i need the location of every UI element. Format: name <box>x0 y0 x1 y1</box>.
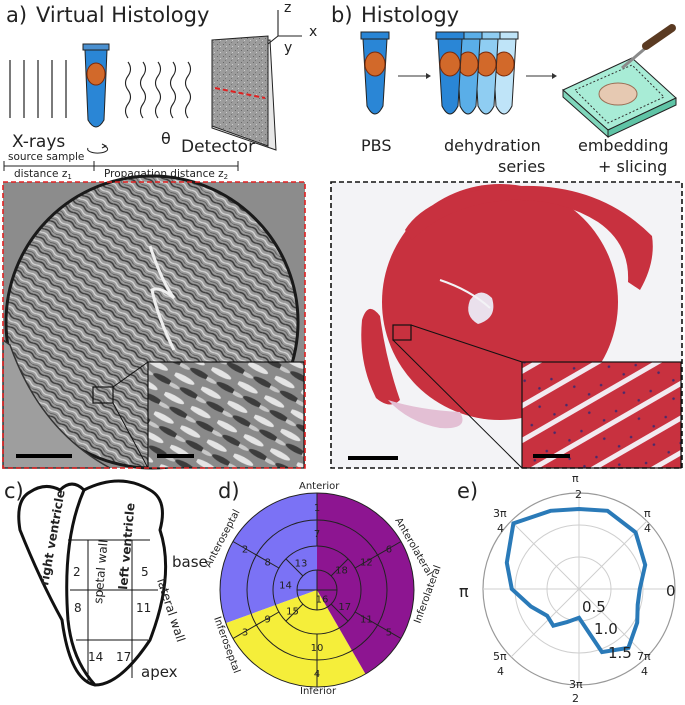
arrow-2-head <box>552 73 557 79</box>
sample-tube <box>82 43 110 154</box>
base-label: base <box>172 553 208 571</box>
tick-3pi-quarter-num: 3π <box>493 507 507 520</box>
theta-label: θ <box>161 129 171 148</box>
panel-a-header: a) Virtual Histology <box>6 3 209 27</box>
bullseye-segment-18: 18 <box>335 565 348 576</box>
radial-label-0-5: 0.5 <box>582 598 606 616</box>
panel-d-label: d) <box>218 479 240 503</box>
bullseye-segment-13: 13 <box>295 558 308 569</box>
bullseye-segment-4: 4 <box>314 669 320 680</box>
wavefronts <box>124 61 192 119</box>
tick-3pi-quarter-den: 4 <box>497 522 504 535</box>
anterior-label: Anterior <box>299 481 340 492</box>
detector <box>211 35 277 151</box>
bullseye-segment-7: 7 <box>314 529 320 540</box>
tick-7pi-quarter-den: 4 <box>641 665 648 678</box>
panel-c-label: c) <box>4 479 24 503</box>
bullseye-spoke-10 <box>330 603 349 622</box>
segment-11: 11 <box>136 601 151 615</box>
tick-pi-quarter-num: π <box>644 507 651 520</box>
right-ventricle-label: right ventricle <box>37 489 68 587</box>
xray-beams <box>9 60 67 118</box>
axis-z-label: z <box>284 0 291 16</box>
bullseye-segment-12: 12 <box>360 558 373 569</box>
slicing-label: + slicing <box>598 157 667 176</box>
bullseye-spoke-4 <box>232 611 280 639</box>
xrays-label: X-rays <box>12 132 65 152</box>
panel-b-header: b) Histology <box>331 3 459 27</box>
dehydration-label: dehydration <box>444 136 541 155</box>
arrow-1-head <box>426 73 431 79</box>
bullseye-segment-15: 15 <box>286 607 299 618</box>
panel-b-title: Histology <box>361 3 459 27</box>
bullseye-segment-5: 5 <box>386 628 392 639</box>
dehydration-tubes <box>435 31 519 115</box>
bullseye-spoke-7 <box>330 558 349 577</box>
tick-zero: 0 <box>666 582 676 600</box>
bullseye-zone-3 <box>317 493 414 675</box>
segment-17: 17 <box>116 650 131 664</box>
pbs-label: PBS <box>361 136 392 155</box>
tick-5pi-quarter-den: 4 <box>497 665 504 678</box>
axis-x-label: x <box>309 24 317 40</box>
panel-a-title: Virtual Histology <box>36 3 209 27</box>
series-label: series <box>498 157 545 176</box>
panel-a-label: a) <box>6 3 27 27</box>
embedding-block <box>562 24 677 139</box>
tick-7pi-quarter-num: 7π <box>637 650 651 663</box>
segment-5: 5 <box>141 565 149 579</box>
septal-wall-label: spetal wall <box>91 539 111 604</box>
bullseye-spoke-1 <box>354 541 402 569</box>
radial-label-1-0: 1.0 <box>594 620 618 638</box>
bullseye-segment-6: 6 <box>386 545 392 556</box>
radial-label-1-5: 1.5 <box>608 644 632 662</box>
bullseye-segment-1: 1 <box>314 503 320 514</box>
panel-b-label: b) <box>331 3 353 27</box>
embedding-label: embedding <box>578 136 668 155</box>
polar-grid <box>482 492 676 686</box>
tick-pi: π <box>459 582 469 601</box>
panel-e-label: e) <box>457 479 478 503</box>
bullseye-spoke-6 <box>354 611 402 639</box>
left-ventricle-label: left ventricle <box>116 502 138 590</box>
coordinate-axes <box>267 10 302 45</box>
bullseye-segment-11: 11 <box>360 615 373 626</box>
distance-z1-label: distance z1 <box>14 168 72 181</box>
bullseye-segment-3: 3 <box>242 628 248 639</box>
bullseye-segment-8: 8 <box>264 558 270 569</box>
segment-2: 2 <box>73 565 81 579</box>
tick-3pi-half-den: 2 <box>572 692 579 705</box>
inferior-label: Inferior <box>300 686 337 697</box>
pbs-tube <box>360 31 390 115</box>
tick-pi-half-num: π <box>572 472 579 485</box>
bullseye-zone-1 <box>220 493 317 624</box>
source-sample-label: source sample <box>8 151 84 163</box>
apex-label: apex <box>141 663 178 681</box>
tick-pi-half-den: 2 <box>575 488 582 501</box>
bullseye-segment-14: 14 <box>279 580 292 591</box>
heart-schematic <box>17 479 168 687</box>
bullseye-zone-2 <box>225 590 366 687</box>
polar-curve <box>504 506 648 655</box>
distance-scale <box>3 161 239 171</box>
segment-8: 8 <box>74 601 82 615</box>
axis-y-label: y <box>284 40 292 56</box>
bullseye-segment-10: 10 <box>311 643 324 654</box>
bullseye-segment-17: 17 <box>338 602 351 613</box>
tick-5pi-quarter-num: 5π <box>493 650 507 663</box>
segment-14: 14 <box>88 650 103 664</box>
detector-label: Detector <box>181 137 255 157</box>
bullseye-segment-16: 16 <box>316 595 329 606</box>
bullseye-spoke-3 <box>232 541 280 569</box>
tick-3pi-half-num: 3π <box>569 678 583 691</box>
histology-image <box>330 181 683 469</box>
bullseye-segment-9: 9 <box>264 615 270 626</box>
bullseye-spoke-8 <box>285 558 304 577</box>
virtual-histology-image <box>2 174 306 470</box>
bullseye-spoke-9 <box>285 603 304 622</box>
bullseye-segment-2: 2 <box>242 545 248 556</box>
tick-pi-quarter-den: 4 <box>644 522 651 535</box>
